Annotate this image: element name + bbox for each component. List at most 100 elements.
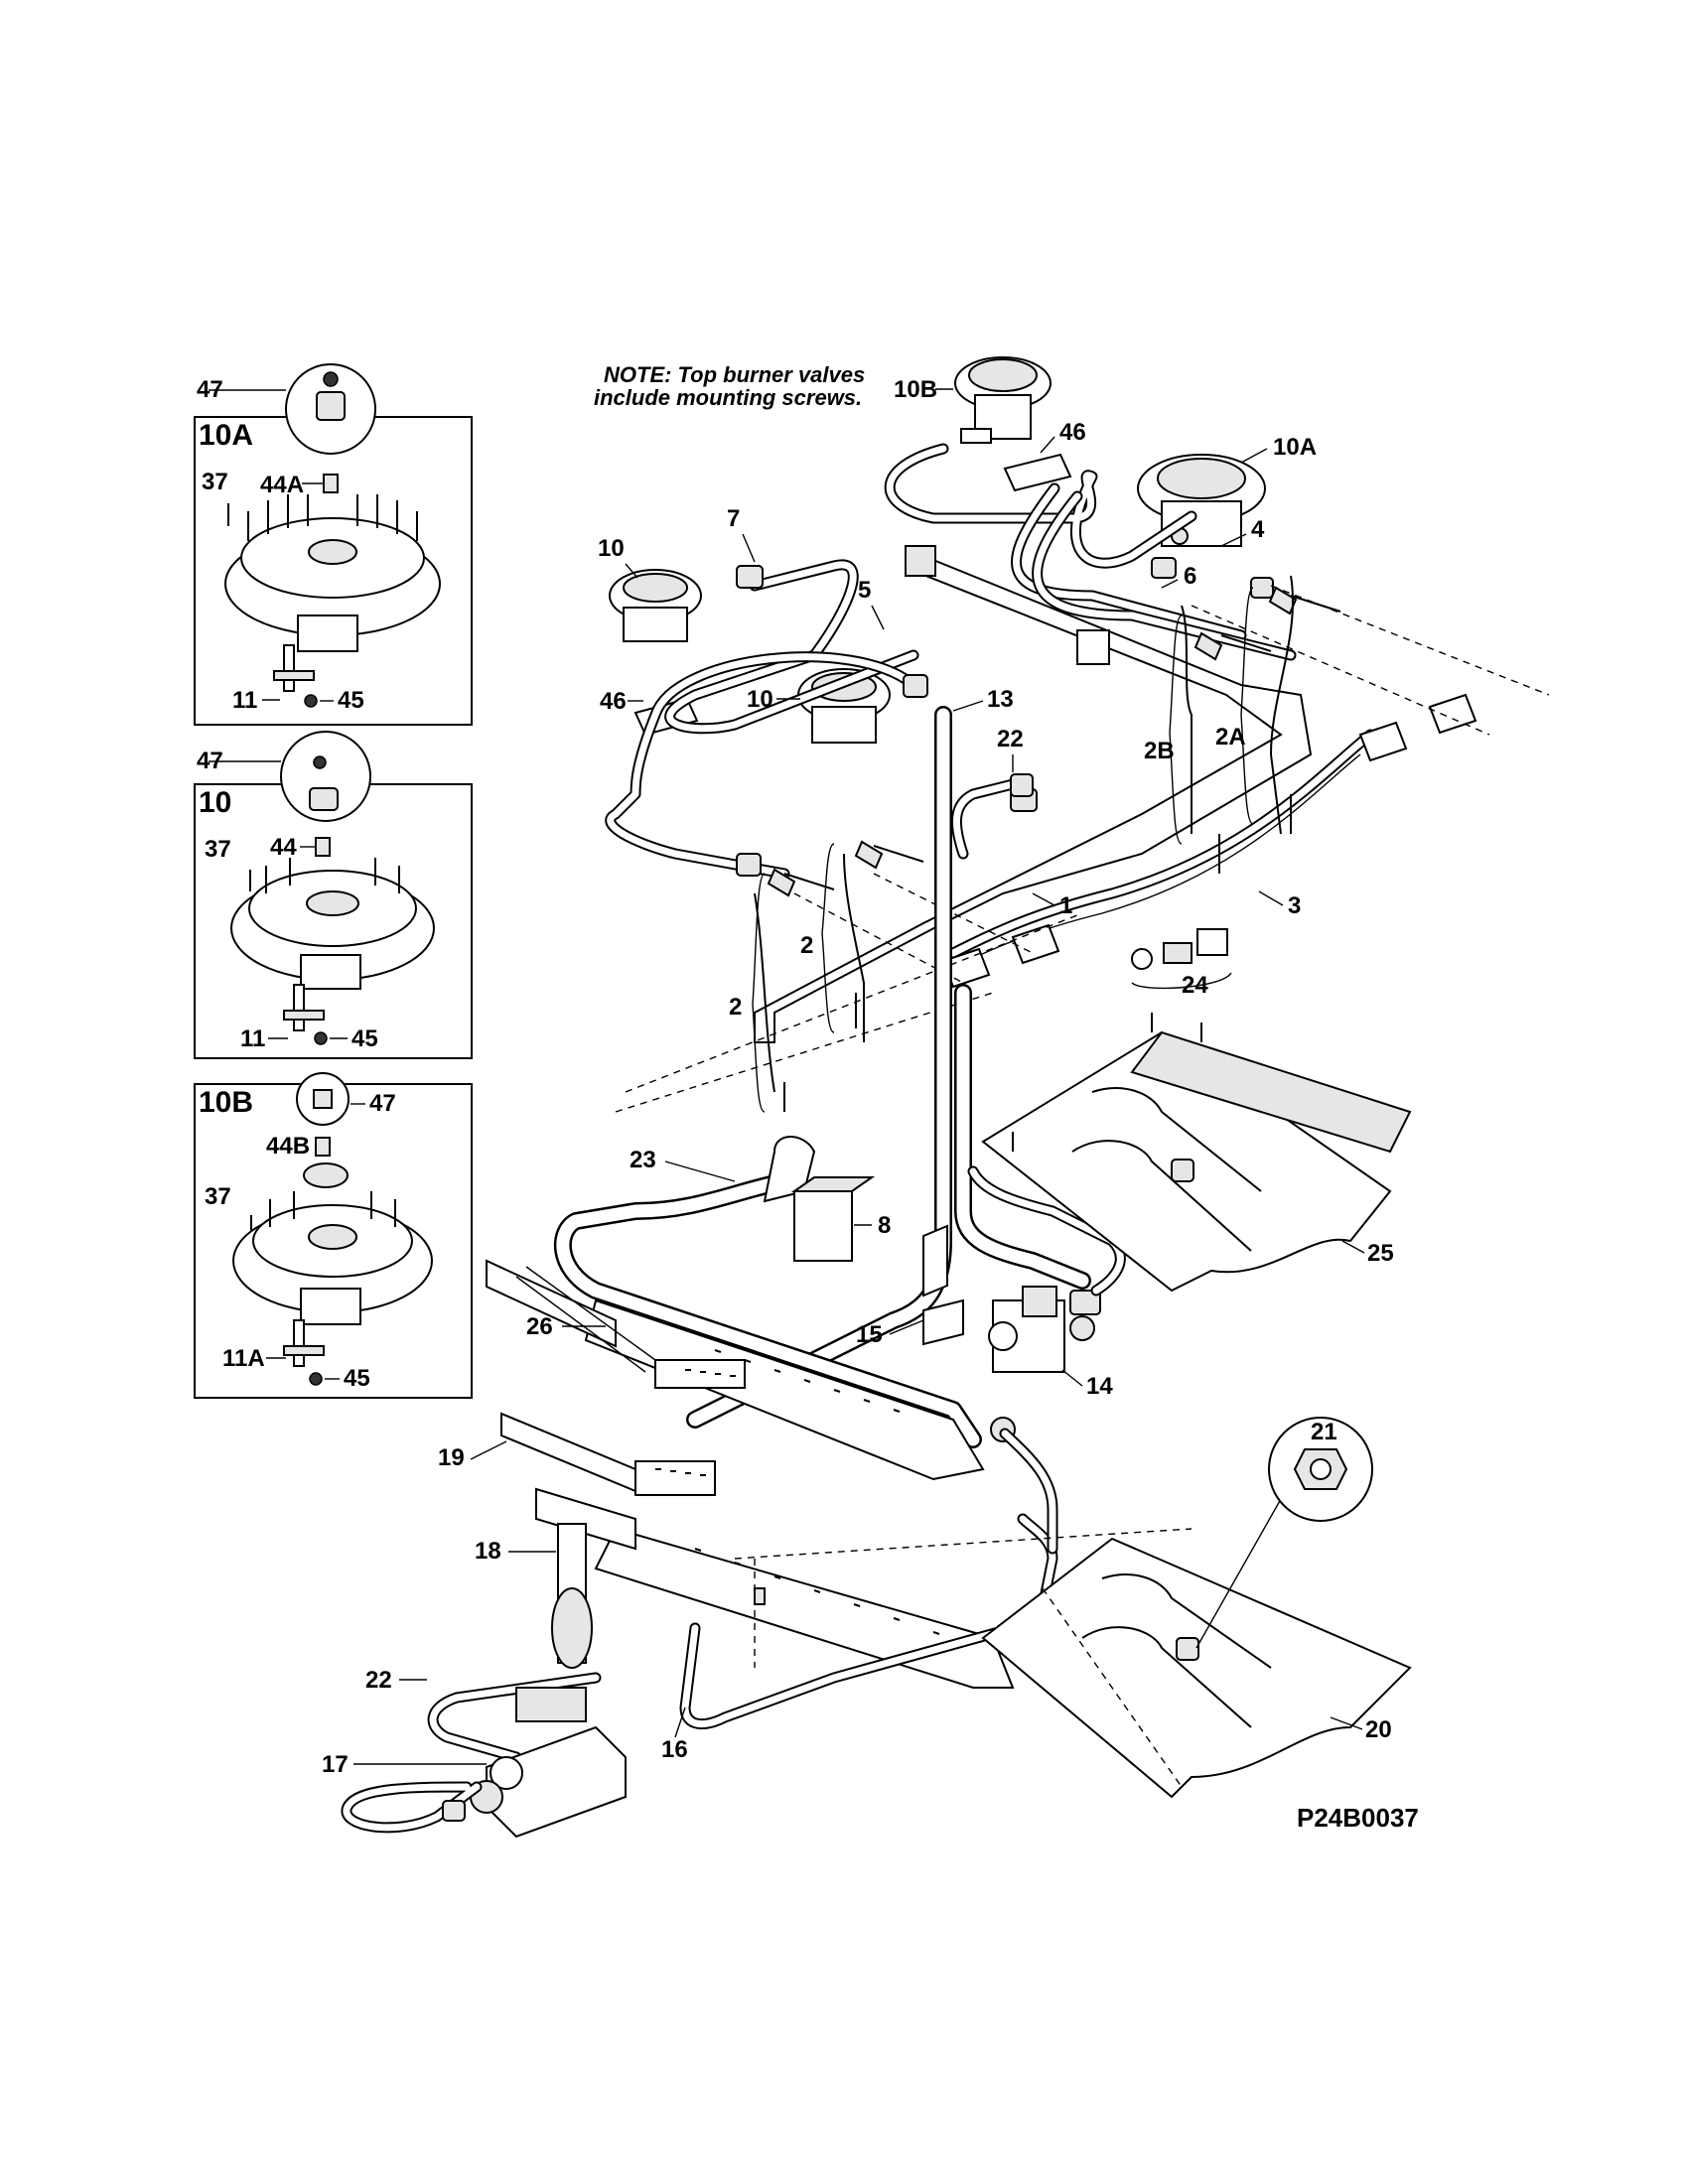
electrode-harness	[767, 586, 1477, 989]
label-37: 37	[202, 469, 228, 495]
callout-6: 6	[1184, 563, 1196, 590]
broil-burner-16	[594, 1527, 1015, 1689]
dashed-guides	[615, 585, 1550, 1113]
label-47: 47	[197, 376, 223, 403]
label-47: 47	[369, 1090, 396, 1117]
callout-14: 14	[1086, 1373, 1113, 1400]
callout-22: 22	[997, 726, 1024, 752]
burner-base-icon	[232, 1191, 433, 1325]
lower-dashed-guides	[734, 1528, 1193, 1788]
callout-10B: 10B	[894, 376, 937, 403]
inset-10A: 10A 47 44A 37 11 45	[194, 363, 473, 726]
callout-1: 1	[1059, 892, 1072, 919]
callout-10: 10	[598, 535, 625, 562]
callout-4: 4	[1251, 516, 1265, 543]
bracket-15-icon	[922, 1224, 964, 1346]
spacer-icon	[303, 1162, 349, 1188]
callout-13: 13	[987, 686, 1014, 713]
callout-2: 2	[800, 932, 813, 959]
callout-2A: 2A	[1215, 724, 1246, 751]
flame-spreader-25	[981, 1013, 1412, 1293]
inset-10B-title: 10B	[199, 1086, 253, 1119]
note-line-1: NOTE: Top burner valves	[604, 362, 865, 387]
callout-3: 3	[1288, 892, 1301, 919]
label-45: 45	[338, 687, 364, 714]
inset-10-title: 10	[199, 786, 231, 819]
wire-loops	[754, 575, 1295, 1093]
orifice-icon	[315, 1137, 331, 1157]
burner-base-icon	[230, 858, 435, 990]
callout-18: 18	[475, 1538, 501, 1565]
orifice-fittings	[736, 557, 1274, 877]
callout-7: 7	[727, 505, 740, 532]
inset-10: 10 47 44 37 11 45	[194, 731, 473, 1059]
screw-45-icon	[304, 694, 318, 708]
callout-23: 23	[630, 1147, 656, 1173]
electrode-icon	[283, 984, 325, 1031]
label-37: 37	[205, 1183, 231, 1210]
module-8-icon	[790, 1176, 876, 1262]
callout-16: 16	[661, 1736, 688, 1763]
cap-detail-circle	[280, 731, 371, 822]
burner-base-icon	[224, 494, 441, 652]
broil-spreader-20	[981, 1498, 1412, 1799]
label-37: 37	[205, 836, 231, 863]
electrode-icon	[273, 644, 315, 692]
callout-19: 19	[438, 1444, 465, 1471]
valve-10A-icon	[1137, 454, 1266, 547]
callout-10A: 10A	[1273, 434, 1317, 461]
label-11A: 11A	[222, 1345, 265, 1372]
callouts: 10B 46 10A 4 6 7 10 5 46 10 13 22 2B 2A …	[322, 376, 1394, 1778]
mounting-screws	[783, 794, 1292, 1112]
callout-24: 24	[1182, 972, 1208, 999]
cap-icon	[313, 1089, 333, 1109]
screw-45-icon	[309, 1372, 323, 1386]
label-45: 45	[344, 1365, 370, 1392]
label-44A: 44A	[260, 472, 304, 498]
valve-10-left-icon	[609, 569, 702, 642]
label-47: 47	[197, 748, 223, 774]
label-44B: 44B	[266, 1133, 310, 1160]
gas-tubes	[605, 443, 1297, 880]
igniter-26	[486, 1259, 746, 1389]
callout-5: 5	[858, 577, 871, 604]
screw-head-icon	[313, 755, 327, 769]
callout-21: 21	[1311, 1419, 1337, 1445]
orifice-icon	[315, 837, 331, 857]
regulator-17	[341, 1687, 627, 1839]
callout-25: 25	[1367, 1240, 1394, 1267]
screw-45-icon	[314, 1031, 328, 1045]
electrode-icon	[283, 1319, 325, 1367]
label-11: 11	[240, 1025, 265, 1052]
orifice-icon	[323, 474, 339, 493]
cap-icon	[309, 787, 339, 811]
callout-10: 10	[747, 686, 773, 713]
pipe-22-upper	[950, 773, 1034, 860]
igniter-19	[500, 1412, 716, 1496]
fitting-24-icon	[1131, 928, 1232, 990]
callout-22: 22	[365, 1667, 392, 1694]
callout-26: 26	[526, 1313, 553, 1340]
callout-46: 46	[600, 688, 627, 715]
valve-10B-icon	[954, 356, 1052, 444]
label-44: 44	[270, 834, 297, 861]
label-11: 11	[232, 687, 257, 714]
inset-10A-title: 10A	[199, 419, 253, 452]
cap-icon	[316, 391, 346, 421]
label-45: 45	[351, 1025, 378, 1052]
broil-tube-22	[427, 1417, 1058, 1763]
thermostat-14-icon	[967, 1165, 1126, 1373]
callout-20: 20	[1365, 1716, 1392, 1743]
venturi-18	[535, 1487, 636, 1669]
callout-8: 8	[878, 1212, 891, 1239]
callout-2B: 2B	[1144, 738, 1175, 764]
diagram-code: P24B0037	[1297, 1803, 1419, 1833]
callout-46: 46	[1059, 419, 1086, 446]
bracket-46-upper-icon	[1003, 453, 1072, 492]
note-line-2: include mounting screws.	[594, 385, 862, 410]
callout-17: 17	[322, 1751, 349, 1778]
screw-head-icon	[323, 371, 339, 387]
callout-2: 2	[729, 994, 742, 1021]
callout-15: 15	[856, 1321, 883, 1348]
